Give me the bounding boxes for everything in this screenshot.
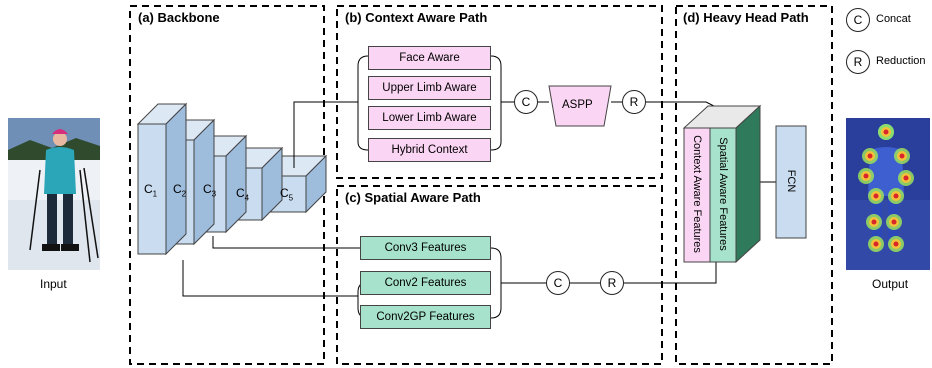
spatial-concat-node: C: [546, 271, 570, 295]
c3-label: C3: [203, 182, 217, 199]
context-reduction-node: R: [622, 90, 646, 114]
heat-spot-core: [863, 173, 869, 179]
heat-spot-core: [867, 153, 873, 159]
backbone-blocks: [136, 102, 328, 256]
context-concat-node: C: [514, 90, 538, 114]
spatial-path-title: (c) Spatial Aware Path: [345, 190, 481, 205]
heat-spot-core: [903, 175, 909, 181]
fcn-label: FCN: [785, 169, 797, 193]
head-feature-block: [682, 104, 762, 264]
legend-concat-icon: C: [846, 8, 870, 32]
spatial-aware-features-label: Spatial Aware Features: [717, 137, 729, 251]
c2-label: C2: [173, 182, 187, 199]
face-aware-box: Face Aware: [368, 46, 491, 70]
input-photo-icon: [8, 118, 100, 270]
connection-lines: [182, 55, 776, 319]
head-path-title: (d) Heavy Head Path: [683, 10, 809, 25]
heat-spot-core: [899, 153, 905, 159]
c1-label: C1: [144, 182, 158, 199]
conv2-features-box: Conv2 Features: [360, 271, 491, 295]
aspp-block: [548, 85, 612, 127]
hybrid-context-box: Hybrid Context: [368, 138, 491, 162]
heat-spot-core: [883, 129, 889, 135]
backbone-title: (a) Backbone: [138, 10, 220, 25]
fcn-block: [775, 125, 807, 239]
conv2gp-features-box: Conv2GP Features: [360, 305, 491, 329]
output-label: Output: [872, 277, 909, 291]
legend-reduction-icon: R: [846, 50, 870, 74]
context-aware-features-label: Context Aware Features: [691, 135, 703, 253]
upper-limb-aware-box: Upper Limb Aware: [368, 76, 491, 100]
legend-concat-label: Concat: [876, 13, 911, 25]
legend-reduction-label: Reduction: [876, 55, 926, 67]
heat-spot-core: [873, 193, 879, 199]
output-photo-icon: [846, 118, 930, 270]
heat-spot-core: [891, 219, 897, 225]
c5-label: C5: [280, 186, 294, 203]
context-path-title: (b) Context Aware Path: [345, 10, 488, 25]
c4-label: C4: [236, 186, 250, 203]
head-panel: [675, 5, 833, 365]
heat-spot-core: [893, 241, 899, 247]
backbone-block-1: [136, 102, 188, 256]
spatial-reduction-node: R: [600, 271, 624, 295]
lower-limb-aware-box: Lower Limb Aware: [368, 106, 491, 130]
context-panel: [336, 5, 663, 179]
heat-spot-core: [873, 241, 879, 247]
heat-spot-core: [871, 219, 877, 225]
aspp-label: ASPP: [562, 99, 593, 111]
conv3-features-box: Conv3 Features: [360, 236, 491, 260]
heat-spot-core: [893, 193, 899, 199]
input-label: Input: [40, 277, 67, 291]
spatial-panel: [336, 185, 663, 365]
keypoint-heat-spots: [858, 124, 914, 252]
